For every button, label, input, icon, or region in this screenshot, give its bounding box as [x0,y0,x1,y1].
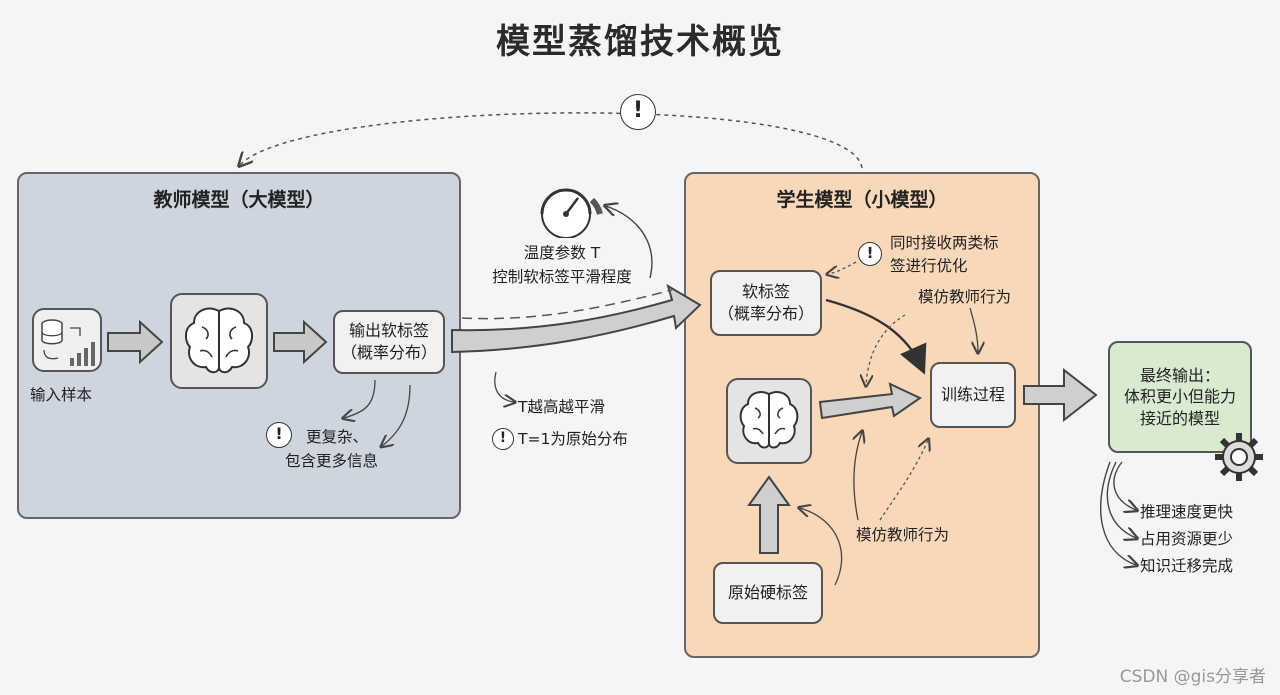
teacher-panel-title: 教师模型（大模型） [153,189,325,211]
temperature-note1: T越高越平滑 [518,398,605,416]
student-soft-label-line2: （概率分布） [717,304,814,323]
benefit-item-2: 占用资源更少 [1140,530,1234,548]
student-soft-label-box: 软标签 （概率分布） [710,270,822,336]
temperature-curve-arrow [606,206,653,279]
imitate-bottom-label: 模仿教师行为 [856,526,950,544]
temperature-note2: T=1为原始分布 [518,430,628,448]
teacher-note-arrow-2 [382,384,411,446]
optimize-note-line2: 签进行优化 [890,257,968,275]
feedback-dashed-arc [240,112,863,168]
training-to-final-arrow [1023,367,1098,423]
final-output-line2: 体积更小但能力 [1123,387,1236,407]
brain-icon [739,391,799,449]
t-note-arrow [494,371,514,402]
imitate-top-arrow-1 [866,314,906,385]
optimize-note-arrow [828,261,857,274]
training-process-box: 训练过程 [930,362,1016,428]
imitate-bottom-arrow-3 [800,508,843,586]
teacher-soft-label-line1: 输出软标签 [348,321,429,341]
brain-icon [184,307,254,374]
temperature-label-line2: 控制软标签平滑程度 [492,268,632,286]
student-brain-box [726,378,812,464]
training-process-label: 训练过程 [940,385,1005,405]
input-to-brain-arrow [107,319,164,365]
final-output-line1: 最终输出： [1139,365,1220,385]
imitate-bottom-arrow-2 [879,440,928,521]
soft-to-training-arrow [825,298,927,375]
teacher-note-warning-icon: ! [266,422,292,448]
input-sample-label: 输入样本 [30,386,93,404]
imitate-top-arrow-2 [969,307,978,352]
input-sample-box [32,308,102,372]
temperature-note-warning-icon: ! [492,428,514,450]
warning-icon: ! [620,94,656,130]
brain-to-training-arrow [818,382,923,420]
bar-chart-icon [70,342,95,366]
temperature-label-line1: 温度参数 T [523,244,601,262]
teacher-note-line2: 包含更多信息 [285,452,379,470]
optimize-note-line1: 同时接收两类标 [890,234,999,252]
page-title: 模型蒸馏技术概览 [496,22,784,62]
knowledge-transfer-arrow [451,283,702,354]
watermark: CSDN @gis分享者 [1119,667,1266,687]
hard-to-brain-arrow [747,475,791,554]
database-icon [41,319,81,360]
teacher-soft-label-box: 输出软标签 （概率分布） [333,310,445,374]
benefit-arrow-1 [1113,461,1136,510]
brain-to-output-arrow [273,319,328,365]
teacher-note-line1: 更复杂、 [306,428,369,446]
student-panel-title: 学生模型（小模型） [776,189,948,211]
gear-icon [1215,433,1263,481]
final-output-box: 最终输出： 体积更小但能力 接近的模型 [1108,341,1252,453]
hard-label-box: 原始硬标签 [713,562,823,624]
imitate-bottom-arrow-1 [854,432,862,521]
teacher-soft-label-line2: （概率分布） [340,343,437,362]
benefit-arrow-2 [1106,461,1136,538]
benefit-item-3: 知识迁移完成 [1140,557,1234,575]
imitate-top-label: 模仿教师行为 [918,288,1012,306]
hard-label-text: 原始硬标签 [727,583,808,603]
gauge-icon [540,188,603,238]
optimize-note-warning-icon: ! [858,242,882,266]
teacher-note-arrow-1 [344,379,376,418]
benefit-item-1: 推理速度更快 [1140,503,1234,521]
benefit-arrow-3 [1100,461,1136,565]
final-output-line3: 接近的模型 [1139,408,1220,428]
teacher-brain-box [170,293,268,389]
student-soft-label-line1: 软标签 [741,282,790,302]
